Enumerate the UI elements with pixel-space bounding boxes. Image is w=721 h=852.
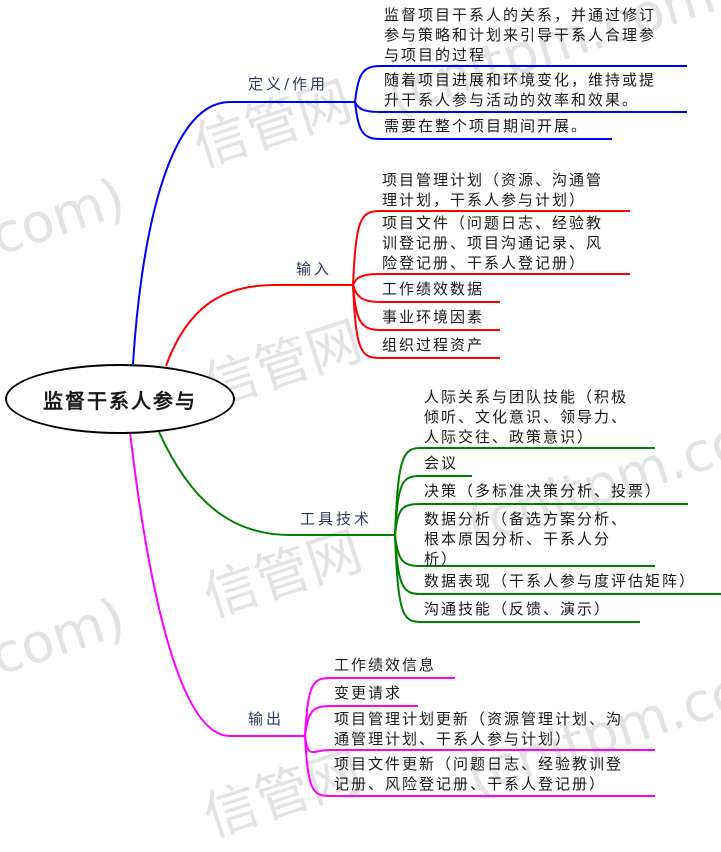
item-line: 数据分析（备选方案分析、 bbox=[424, 510, 629, 528]
item-line: 工作绩效信息 bbox=[334, 656, 437, 674]
branch-tools-label[interactable]: 工具技术 bbox=[300, 510, 373, 528]
definition-item[interactable]: 需要在整个项目期间开展。 bbox=[384, 116, 588, 136]
tools-item[interactable]: 数据表现（干系人参与度评估矩阵） bbox=[424, 571, 696, 591]
item-line: 通管理计划、干系人参与计划） bbox=[334, 730, 573, 748]
output-item[interactable]: 变更请求 bbox=[334, 683, 402, 703]
item-line: 人际关系与团队技能（积极 bbox=[424, 388, 629, 406]
input-item[interactable]: 工作绩效数据 bbox=[382, 279, 484, 299]
item-line: 项目管理计划（资源、沟通管 bbox=[382, 171, 604, 189]
branch-output-label[interactable]: 输出 bbox=[248, 710, 285, 728]
item-line: 倾听、文化意识、领导力、 bbox=[424, 408, 629, 426]
item-line: 需要在整个项目期间开展。 bbox=[384, 117, 589, 135]
tools-item[interactable]: 人际关系与团队技能（积极 倾听、文化意识、领导力、 人际交往、政策意识） bbox=[424, 387, 628, 447]
item-line: 险登记册、干系人登记册） bbox=[382, 254, 587, 272]
branch-input-label[interactable]: 输入 bbox=[296, 260, 333, 278]
input-item[interactable]: 事业环境因素 bbox=[382, 307, 484, 327]
item-line: 项目文件（问题日志、经验教 bbox=[382, 214, 604, 232]
connector-lines bbox=[129, 65, 721, 797]
item-line: 与项目的过程 bbox=[384, 46, 487, 64]
central-topic[interactable]: 监督干系人参与 bbox=[5, 364, 235, 434]
item-line: 训登记册、项目沟通记录、风 bbox=[382, 234, 604, 252]
item-line: 事业环境因素 bbox=[382, 308, 485, 326]
item-line: 项目管理计划更新（资源管理计划、沟 bbox=[334, 710, 624, 728]
item-line: 工作绩效数据 bbox=[382, 280, 485, 298]
input-item[interactable]: 项目文件（问题日志、经验教 训登记册、项目沟通记录、风 险登记册、干系人登记册） bbox=[382, 213, 603, 273]
tools-item[interactable]: 沟通技能（反馈、演示） bbox=[424, 599, 611, 619]
item-line: 参与策略和计划来引导干系人合理参 bbox=[384, 26, 657, 44]
branch-definition-label[interactable]: 定义/作用 bbox=[248, 75, 329, 93]
output-item[interactable]: 项目管理计划更新（资源管理计划、沟 通管理计划、干系人参与计划） bbox=[334, 709, 623, 749]
item-line: 随着项目进展和环境变化，维持或提 bbox=[384, 71, 657, 89]
tools-item[interactable]: 数据分析（备选方案分析、 根本原因分析、干系人分 析） bbox=[424, 509, 628, 569]
item-line: 项目文件更新（问题日志、经验教训登 bbox=[334, 755, 624, 773]
item-line: 组织过程资产 bbox=[382, 336, 485, 354]
item-line: 升干系人参与活动的效率和效果。 bbox=[384, 91, 640, 109]
item-line: 析） bbox=[424, 550, 459, 568]
item-line: 监督项目干系人的关系，并通过修订 bbox=[384, 6, 657, 24]
tools-item[interactable]: 会议 bbox=[424, 453, 458, 473]
item-line: 决策（多标准决策分析、投票） bbox=[424, 482, 663, 500]
item-line: 变更请求 bbox=[334, 684, 403, 702]
input-item[interactable]: 组织过程资产 bbox=[382, 335, 484, 355]
input-item[interactable]: 项目管理计划（资源、沟通管 理计划，干系人参与计划） bbox=[382, 170, 603, 210]
definition-item[interactable]: 随着项目进展和环境变化，维持或提 升干系人参与活动的效率和效果。 bbox=[384, 70, 656, 110]
item-line: 会议 bbox=[424, 454, 459, 472]
item-line: 理计划，干系人参与计划） bbox=[382, 191, 587, 209]
central-topic-label: 监督干系人参与 bbox=[43, 388, 197, 413]
output-item[interactable]: 工作绩效信息 bbox=[334, 655, 436, 675]
item-line: 记册、风险登记册、干系人登记册） bbox=[334, 775, 607, 793]
output-item[interactable]: 项目文件更新（问题日志、经验教训登 记册、风险登记册、干系人登记册） bbox=[334, 754, 623, 794]
item-line: 数据表现（干系人参与度评估矩阵） bbox=[424, 572, 697, 590]
definition-item[interactable]: 监督项目干系人的关系，并通过修订 参与策略和计划来引导干系人合理参 与项目的过程 bbox=[384, 5, 656, 65]
tools-item[interactable]: 决策（多标准决策分析、投票） bbox=[424, 481, 662, 501]
item-line: 沟通技能（反馈、演示） bbox=[424, 600, 612, 618]
item-line: 根本原因分析、干系人分 bbox=[424, 530, 612, 548]
item-line: 人际交往、政策意识） bbox=[424, 428, 595, 446]
